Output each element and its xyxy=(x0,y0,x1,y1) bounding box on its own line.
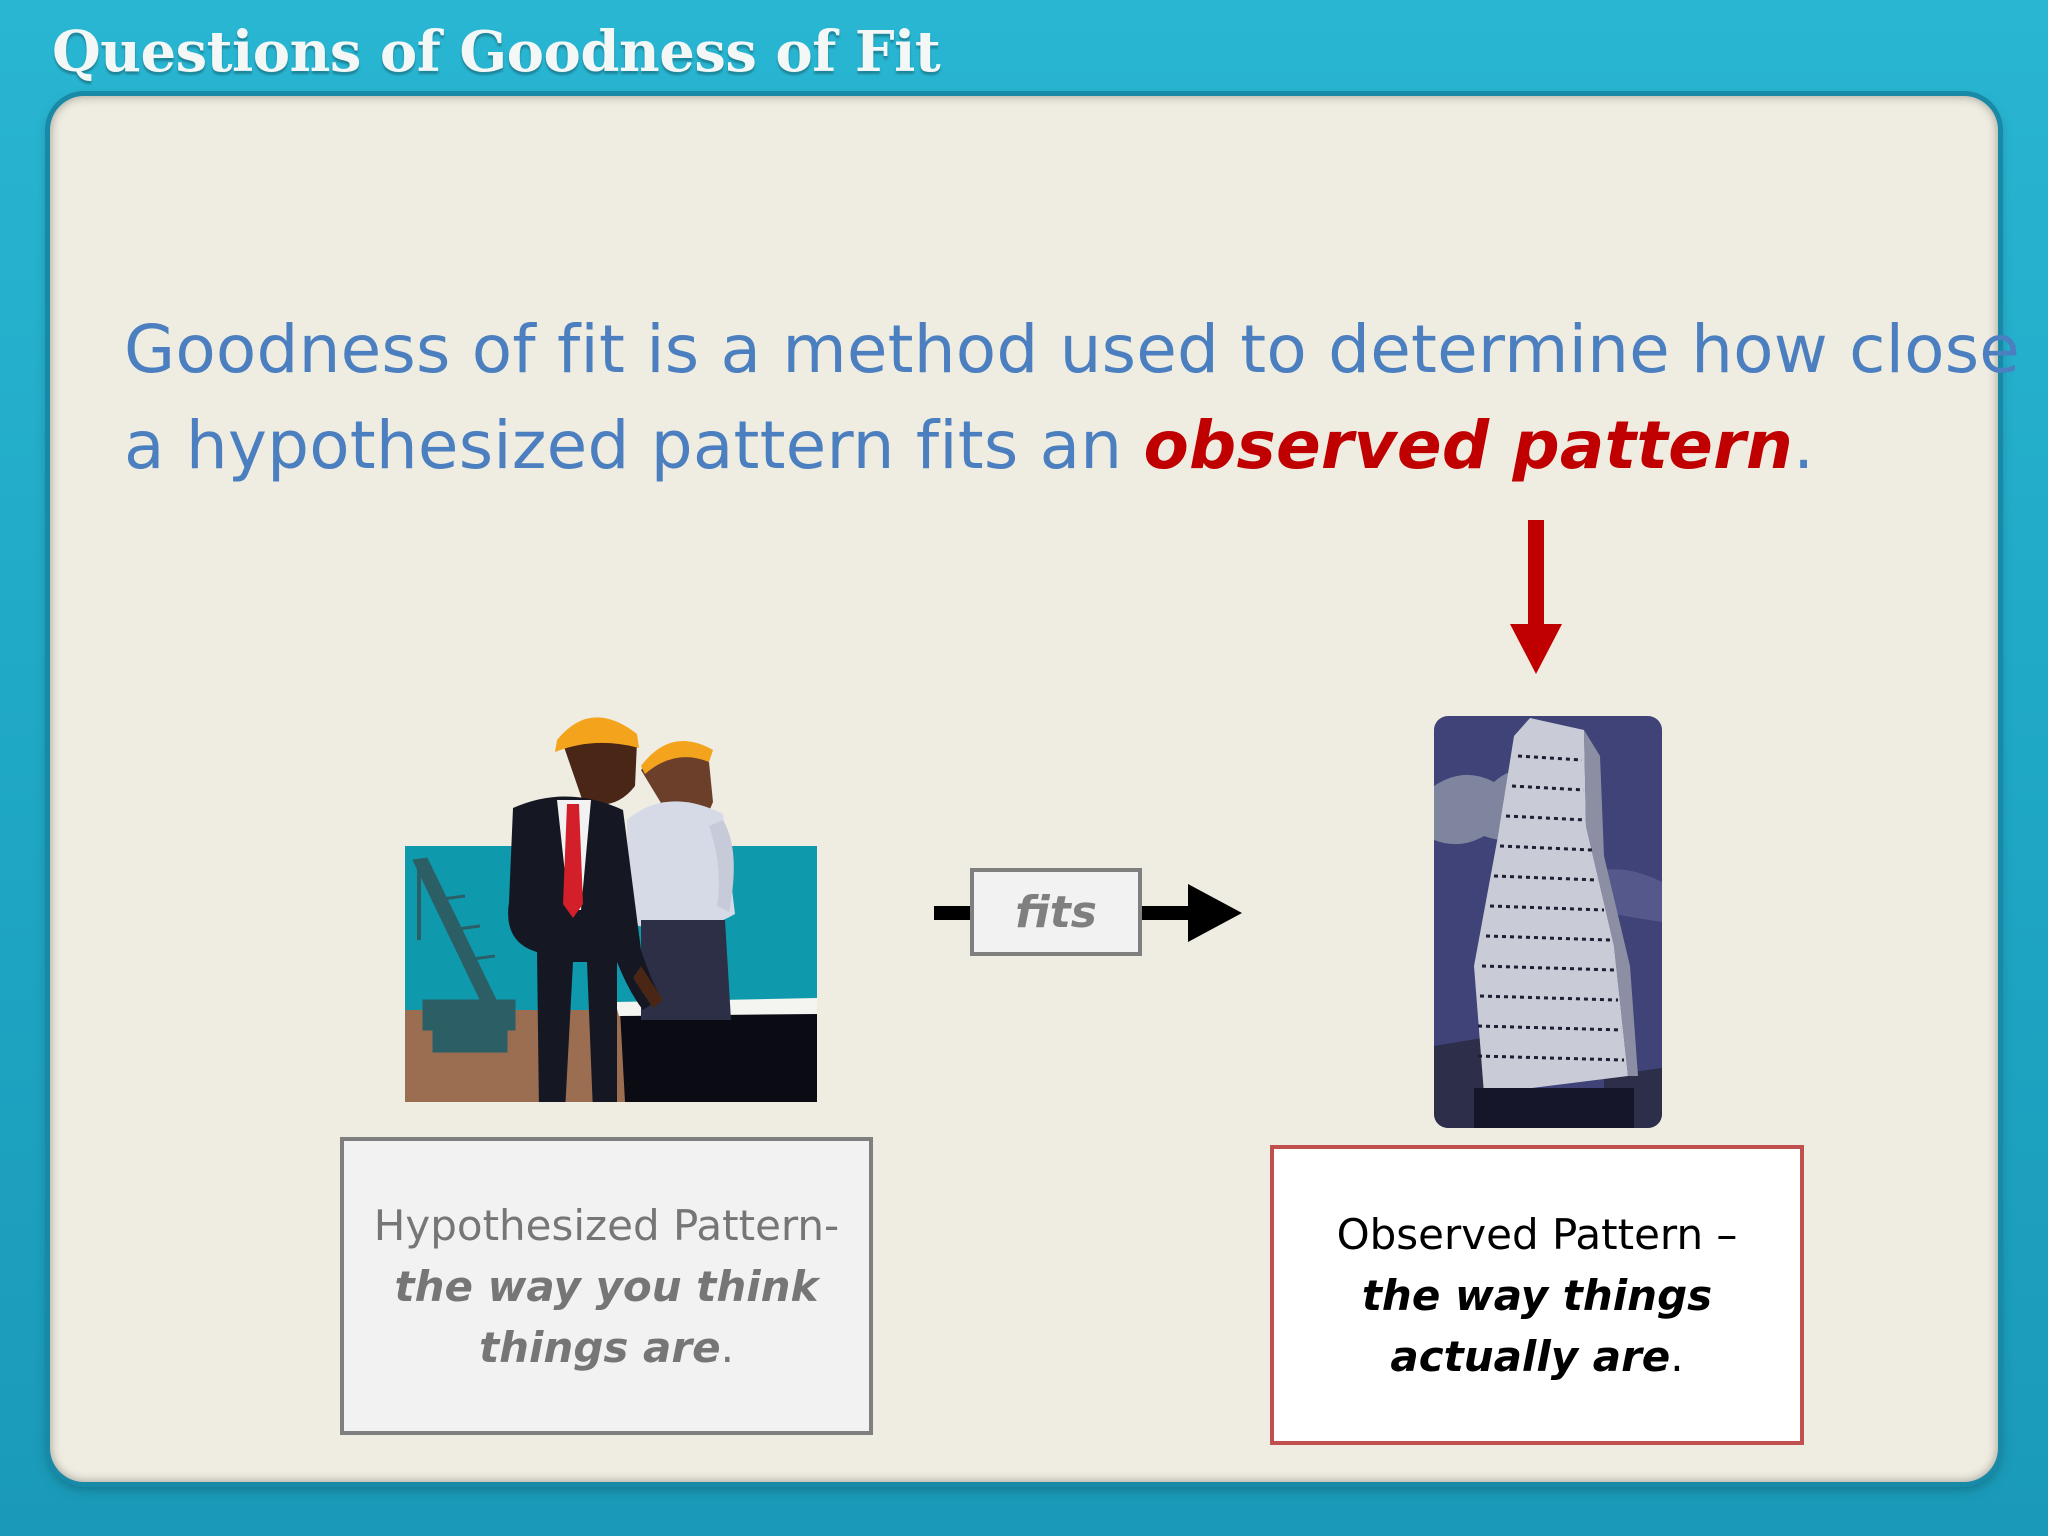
hypothesized-heading: Hypothesized Pattern- xyxy=(373,1200,840,1250)
observed-emphasis-line-1: the way things xyxy=(1361,1270,1713,1320)
definition-statement: Goodness of fit is a method used to dete… xyxy=(124,302,2024,494)
hypothesized-period: . xyxy=(720,1322,734,1372)
statement-period: . xyxy=(1793,407,1815,484)
hypothesized-emphasis-line-2: things are xyxy=(479,1322,721,1372)
statement-line-2: a hypothesized pattern fits an observed … xyxy=(124,398,2024,494)
hypothesized-emphasis-line-2-wrap: things are. xyxy=(479,1317,734,1378)
crane-icon xyxy=(412,857,516,1053)
fits-label: fits xyxy=(1015,886,1097,938)
engineers-clipart-image xyxy=(405,717,817,1102)
observed-pattern-emphasis: observed pattern xyxy=(1143,407,1794,484)
observed-pattern-box: Observed Pattern – the way things actual… xyxy=(1270,1145,1804,1445)
observed-emphasis-line-2: actually are xyxy=(1390,1331,1671,1381)
observed-heading: Observed Pattern – xyxy=(1336,1209,1738,1259)
fits-label-box: fits xyxy=(970,868,1142,956)
black-right-arrow-icon xyxy=(934,884,1242,942)
hypothesized-emphasis-line-1: the way you think xyxy=(394,1261,819,1311)
statement-line-2-prefix: a hypothesized pattern fits an xyxy=(124,407,1144,484)
statement-line-1: Goodness of fit is a method used to dete… xyxy=(124,311,2021,388)
red-down-arrow-icon xyxy=(1510,520,1562,674)
slide-title: Questions of Goodness of Fit xyxy=(52,19,941,85)
observed-period: . xyxy=(1670,1331,1684,1381)
tower-clipart-image xyxy=(1434,716,1662,1128)
observed-emphasis-line-2-wrap: actually are. xyxy=(1390,1326,1683,1387)
hypothesized-pattern-box: Hypothesized Pattern- the way you think … xyxy=(340,1137,873,1435)
